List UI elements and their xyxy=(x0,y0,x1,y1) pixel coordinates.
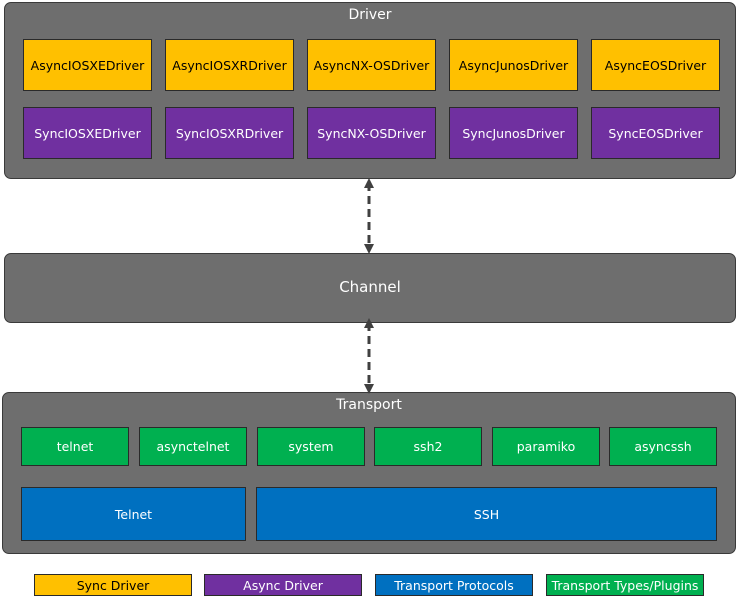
sync-driver-box: SyncIOSXRDriver xyxy=(165,107,294,159)
async-driver-box: AsyncJunosDriver xyxy=(449,39,578,91)
async-driver-box: AsyncEOSDriver xyxy=(591,39,720,91)
async-driver-box: AsyncIOSXEDriver xyxy=(23,39,152,91)
sync-driver-box: SyncEOSDriver xyxy=(591,107,720,159)
transport-plugin-box: asynctelnet xyxy=(139,427,247,466)
transport-plugin-box: asyncssh xyxy=(609,427,717,466)
transport-layer-title: Transport xyxy=(336,397,402,413)
legend-transport-types: Transport Types/Plugins xyxy=(546,574,704,596)
channel-layer: Channel xyxy=(4,253,736,323)
driver-layer-title: Driver xyxy=(348,7,392,23)
transport-plugin-box: telnet xyxy=(21,427,129,466)
transport-plugin-box: paramiko xyxy=(492,427,600,466)
transport-plugin-box: system xyxy=(257,427,365,466)
legend-async-driver: Async Driver xyxy=(204,574,362,596)
channel-layer-title: Channel xyxy=(339,278,401,296)
transport-protocol-box: Telnet xyxy=(21,487,246,541)
async-driver-box: AsyncIOSXRDriver xyxy=(165,39,294,91)
sync-driver-box: SyncIOSXEDriver xyxy=(23,107,152,159)
legend-sync-driver: Sync Driver xyxy=(34,574,192,596)
sync-driver-box: SyncJunosDriver xyxy=(449,107,578,159)
async-driver-box: AsyncNX-OSDriver xyxy=(307,39,436,91)
transport-plugin-box: ssh2 xyxy=(374,427,482,466)
transport-protocol-box: SSH xyxy=(256,487,717,541)
sync-driver-box: SyncNX-OSDriver xyxy=(307,107,436,159)
legend-transport-protocols: Transport Protocols xyxy=(375,574,533,596)
